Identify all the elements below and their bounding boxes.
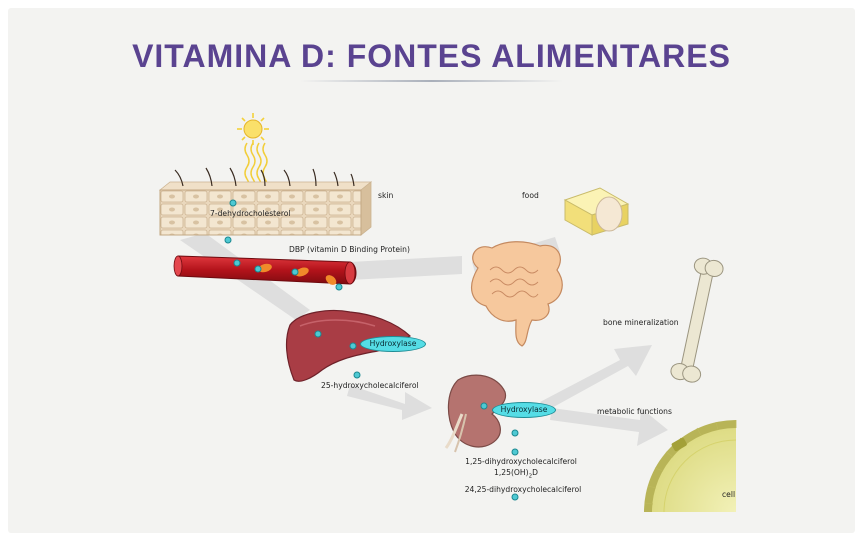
label-24-25-dihydroxycholecalciferol: 24,25-dihydroxycholecalciferol <box>465 485 582 494</box>
label-1-25-dihydroxycholecalciferol: 1,25-dihydroxycholecalciferol <box>465 457 577 466</box>
intestine-icon <box>472 242 563 346</box>
hydroxylase-kidney-badge: Hydroxylase <box>492 402 556 418</box>
label-7-dehydrocholesterol: 7-dehydrocholesterol <box>210 209 291 218</box>
skin-icon <box>160 168 371 235</box>
label-food: food <box>522 191 539 200</box>
label-25-hydroxycholecalciferol: 25-hydroxycholecalciferol <box>321 381 419 390</box>
label-bone-mineralization: bone mineralization <box>603 318 679 327</box>
kidney-to-bone-arrow <box>540 345 652 410</box>
egg-icon <box>596 197 622 231</box>
label-skin: skin <box>378 191 393 200</box>
label-dbp: DBP (vitamin D Binding Protein) <box>289 245 410 254</box>
label-calcitriol-formula: 1,25(OH)2D <box>494 468 538 480</box>
intestine-to-vessel-arrow <box>350 256 462 280</box>
formula-tail: D <box>532 468 538 477</box>
liver-to-kidney-arrow <box>347 385 432 420</box>
sun-icon <box>237 113 269 145</box>
formula-main: 1,25(OH) <box>494 468 529 477</box>
label-metabolic-functions: metabolic functions <box>597 407 672 416</box>
label-cell: cell <box>722 490 735 499</box>
hydroxylase-liver-badge: Hydroxylase <box>360 336 426 352</box>
